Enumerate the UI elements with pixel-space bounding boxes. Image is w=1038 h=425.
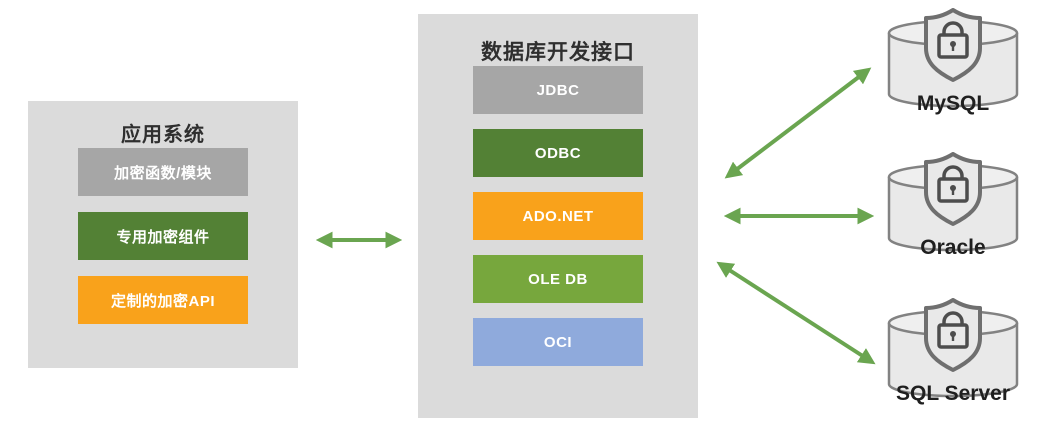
oledb-bar: OLE DB	[473, 255, 643, 303]
application-system-title: 应用系统	[121, 124, 205, 146]
mysql-label: MySQL	[916, 92, 990, 115]
db-dev-interface-box: 数据库开发接口 JDBC ODBC ADO.NET OLE DB OCI	[418, 14, 698, 418]
application-system-box: 应用系统 加密函数/模块 专用加密组件 定制的加密API	[28, 101, 298, 368]
odbc-bar: ODBC	[473, 129, 643, 177]
arrow-interface-to-mysql	[724, 67, 872, 179]
database-node-mysql: MySQL	[878, 8, 1028, 120]
encryption-function-module-bar: 加密函数/模块	[78, 148, 248, 196]
dedicated-encryption-component-bar: 专用加密组件	[78, 212, 248, 260]
database-cylinder-shield-lock-icon	[887, 152, 1019, 252]
oci-bar: OCI	[473, 318, 643, 366]
database-cylinder-shield-lock-icon	[887, 8, 1019, 108]
adonet-bar: ADO.NET	[473, 192, 643, 240]
database-cylinder-shield-lock-icon	[887, 298, 1019, 398]
jdbc-bar: JDBC	[473, 66, 643, 114]
database-node-sqlserver: SQL Server	[878, 298, 1028, 410]
sqlserver-label: SQL Server	[895, 382, 1010, 405]
db-dev-interface-title: 数据库开发接口	[481, 41, 635, 64]
oracle-label: Oracle	[920, 236, 986, 259]
arrow-interface-to-sqlserver	[716, 261, 876, 365]
custom-encryption-api-bar: 定制的加密API	[78, 276, 248, 324]
database-node-oracle: Oracle	[878, 152, 1028, 264]
